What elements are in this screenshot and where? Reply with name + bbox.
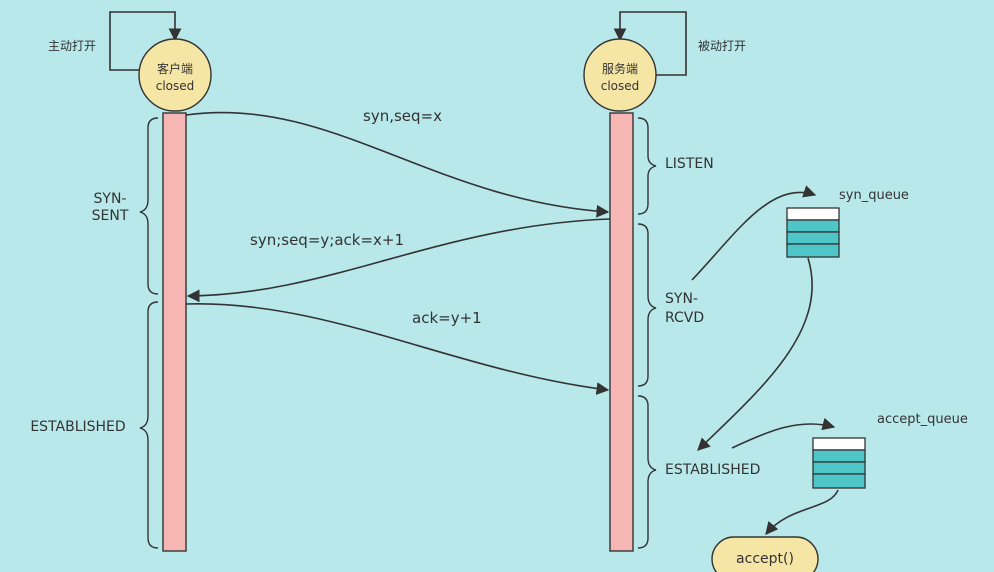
syn-label: syn,seq=x: [363, 107, 442, 125]
client-node-state: closed: [156, 79, 195, 93]
syn-queue: [786, 207, 840, 258]
server-brace-listen: [637, 117, 657, 215]
ack-arrow: [185, 303, 610, 395]
to-syn-queue-arrow: [691, 185, 817, 281]
server-state-established: ESTABLISHED: [665, 462, 760, 478]
client-state-syn-sent-2: SENT: [92, 208, 129, 224]
accept-call-box: [711, 536, 819, 572]
accept-queue-label: accept_queue: [877, 412, 968, 427]
server-brace-established: [637, 395, 657, 549]
accept-queue-to-accept-arrow: [765, 489, 839, 535]
client-state-established: ESTABLISHED: [30, 419, 125, 435]
syn-arrow: [185, 111, 610, 218]
client-brace-established: [139, 301, 159, 549]
syn-queue-to-established-arrow: [697, 257, 813, 451]
client-brace-syn-sent: [139, 117, 159, 295]
server-state-syn-rcvd-2: RCVD: [665, 310, 704, 326]
server-self-loop: [613, 11, 687, 76]
ack-label: ack=y+1: [412, 309, 482, 327]
accept-call-label: accept(): [736, 551, 794, 567]
client-node-name: 客户端: [157, 61, 193, 76]
server-brace-syn-rcvd: [637, 223, 657, 387]
syn-ack-label: syn;seq=y;ack=x+1: [250, 231, 404, 249]
syn-ack-arrow: [186, 218, 611, 303]
client-state-syn-sent-1: SYN-: [94, 191, 127, 207]
server-node: [583, 38, 657, 112]
server-lifeline: [609, 112, 634, 552]
server-action-label: 被动打开: [698, 39, 746, 53]
client-node: [138, 38, 212, 112]
accept-queue: [812, 437, 866, 489]
syn-queue-label: syn_queue: [839, 188, 909, 203]
server-state-syn-rcvd-1: SYN-: [665, 291, 698, 307]
server-state-listen: LISTEN: [665, 156, 714, 172]
to-accept-queue-arrow: [731, 417, 836, 449]
server-node-name: 服务端: [602, 61, 638, 76]
client-lifeline: [162, 112, 187, 552]
client-action-label: 主动打开: [48, 39, 96, 53]
client-self-loop: [109, 11, 182, 71]
server-node-state: closed: [601, 79, 640, 93]
